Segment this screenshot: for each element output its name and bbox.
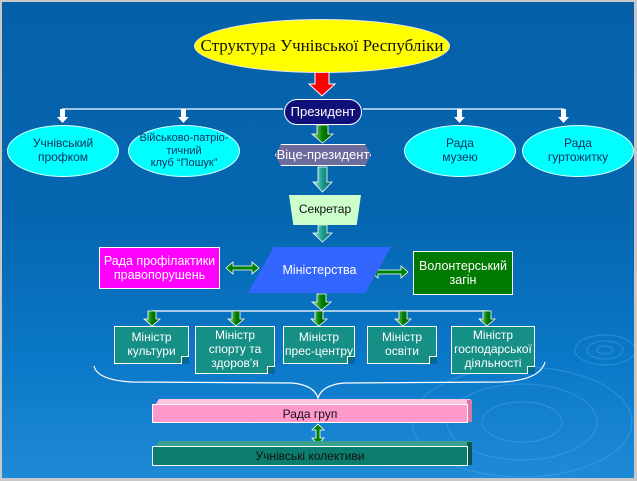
double-arrow-left bbox=[225, 261, 260, 275]
collectives-top-face bbox=[155, 441, 471, 447]
collectives-side-face bbox=[467, 442, 472, 465]
group-council-top-face bbox=[155, 399, 471, 405]
student-collectives: Учнівські колективи bbox=[152, 446, 468, 466]
double-arrow-vertical bbox=[311, 423, 325, 445]
arrow-secretary-to-ministry bbox=[311, 224, 334, 243]
arrow-president-to-vice bbox=[310, 124, 335, 144]
group-council-side-face bbox=[467, 400, 472, 422]
branch-arrows bbox=[57, 109, 569, 123]
arrow-title-to-president bbox=[307, 71, 337, 97]
minister-arrows bbox=[142, 310, 497, 327]
diagram-title: Структура Учнівської Республіки bbox=[194, 19, 450, 73]
vice-president-node: Віце-президент bbox=[275, 144, 371, 166]
brace bbox=[93, 361, 546, 401]
group-council: Рада груп bbox=[152, 404, 468, 423]
arrow-vice-to-secretary bbox=[312, 166, 333, 193]
president-node: Президент bbox=[284, 99, 362, 125]
secretary-node: Секретар bbox=[289, 195, 361, 225]
ministries-node: Міністерства bbox=[248, 247, 391, 293]
